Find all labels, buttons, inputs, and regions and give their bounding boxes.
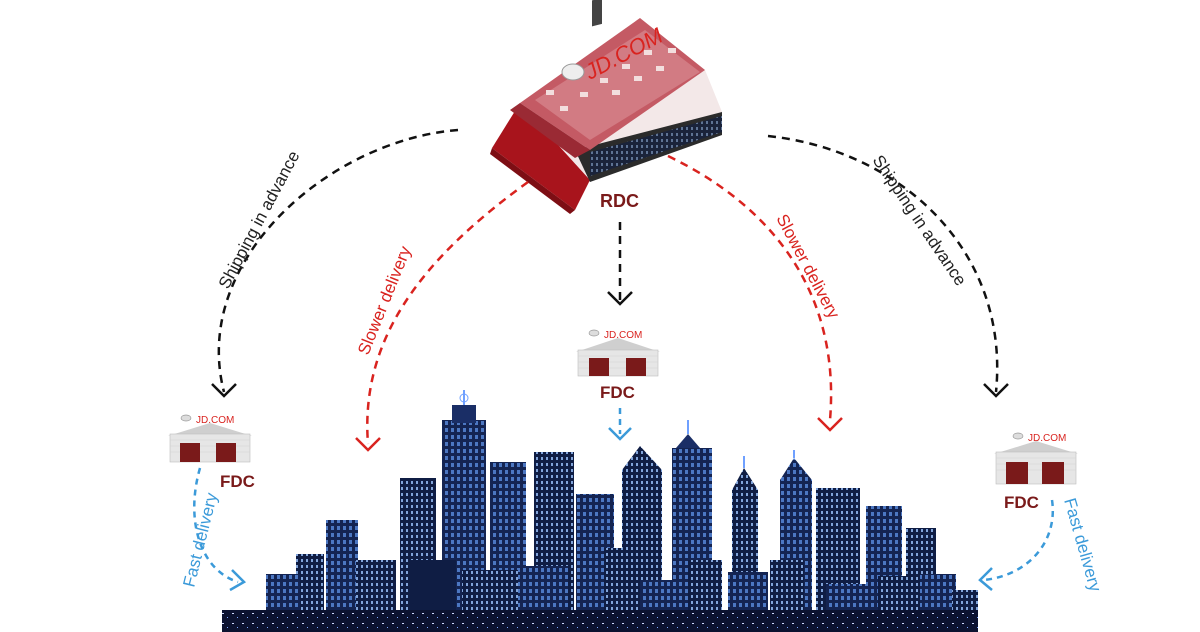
label-slower-right: Slower delivery (772, 211, 843, 322)
arrowhead-shipping-right (983, 383, 1009, 398)
fdc-center-label: FDC (600, 383, 635, 402)
arrow-shipping-left (217, 128, 459, 393)
fdc-right: JD.COM FDC (994, 432, 1078, 512)
fdc-left-label: FDC (220, 472, 255, 491)
mascot-icon (180, 414, 192, 422)
arrowhead-fast-left (229, 569, 247, 592)
arrowhead-shipping-left (211, 383, 237, 398)
label-shipping-left: Shipping in advance (215, 148, 304, 292)
arrow-slower-right (667, 154, 833, 421)
mascot-icon (1012, 432, 1024, 440)
arrow-fast-right (983, 499, 1055, 582)
arrowhead-rdc-to-fdc (607, 291, 633, 306)
fdc-left: JD.COM FDC (168, 414, 255, 491)
label-fast-left: Fast delivery (179, 490, 221, 589)
arrowhead-slower-left (355, 437, 381, 452)
fdc-left-brand: JD.COM (196, 415, 234, 426)
arrow-shipping-right (767, 134, 999, 393)
rdc-warehouse: JD.COM (490, 0, 722, 214)
fdc-right-brand: JD.COM (1028, 433, 1066, 444)
fdc-center: JD.COM FDC (576, 329, 660, 402)
arrowhead-slower-right (817, 417, 843, 432)
fdc-right-label: FDC (1004, 493, 1039, 512)
arrow-slower-left (366, 180, 529, 445)
mascot-icon (561, 63, 585, 81)
fdc-center-brand: JD.COM (604, 330, 642, 341)
label-shipping-right: Shipping in advance (869, 152, 970, 290)
arrowhead-fast-center (608, 427, 632, 441)
arrowhead-fast-right (978, 567, 993, 591)
label-fast-right: Fast delivery (1060, 496, 1105, 594)
city-skyline (222, 390, 978, 632)
rdc-label: RDC (600, 191, 639, 211)
mascot-icon (588, 329, 600, 337)
